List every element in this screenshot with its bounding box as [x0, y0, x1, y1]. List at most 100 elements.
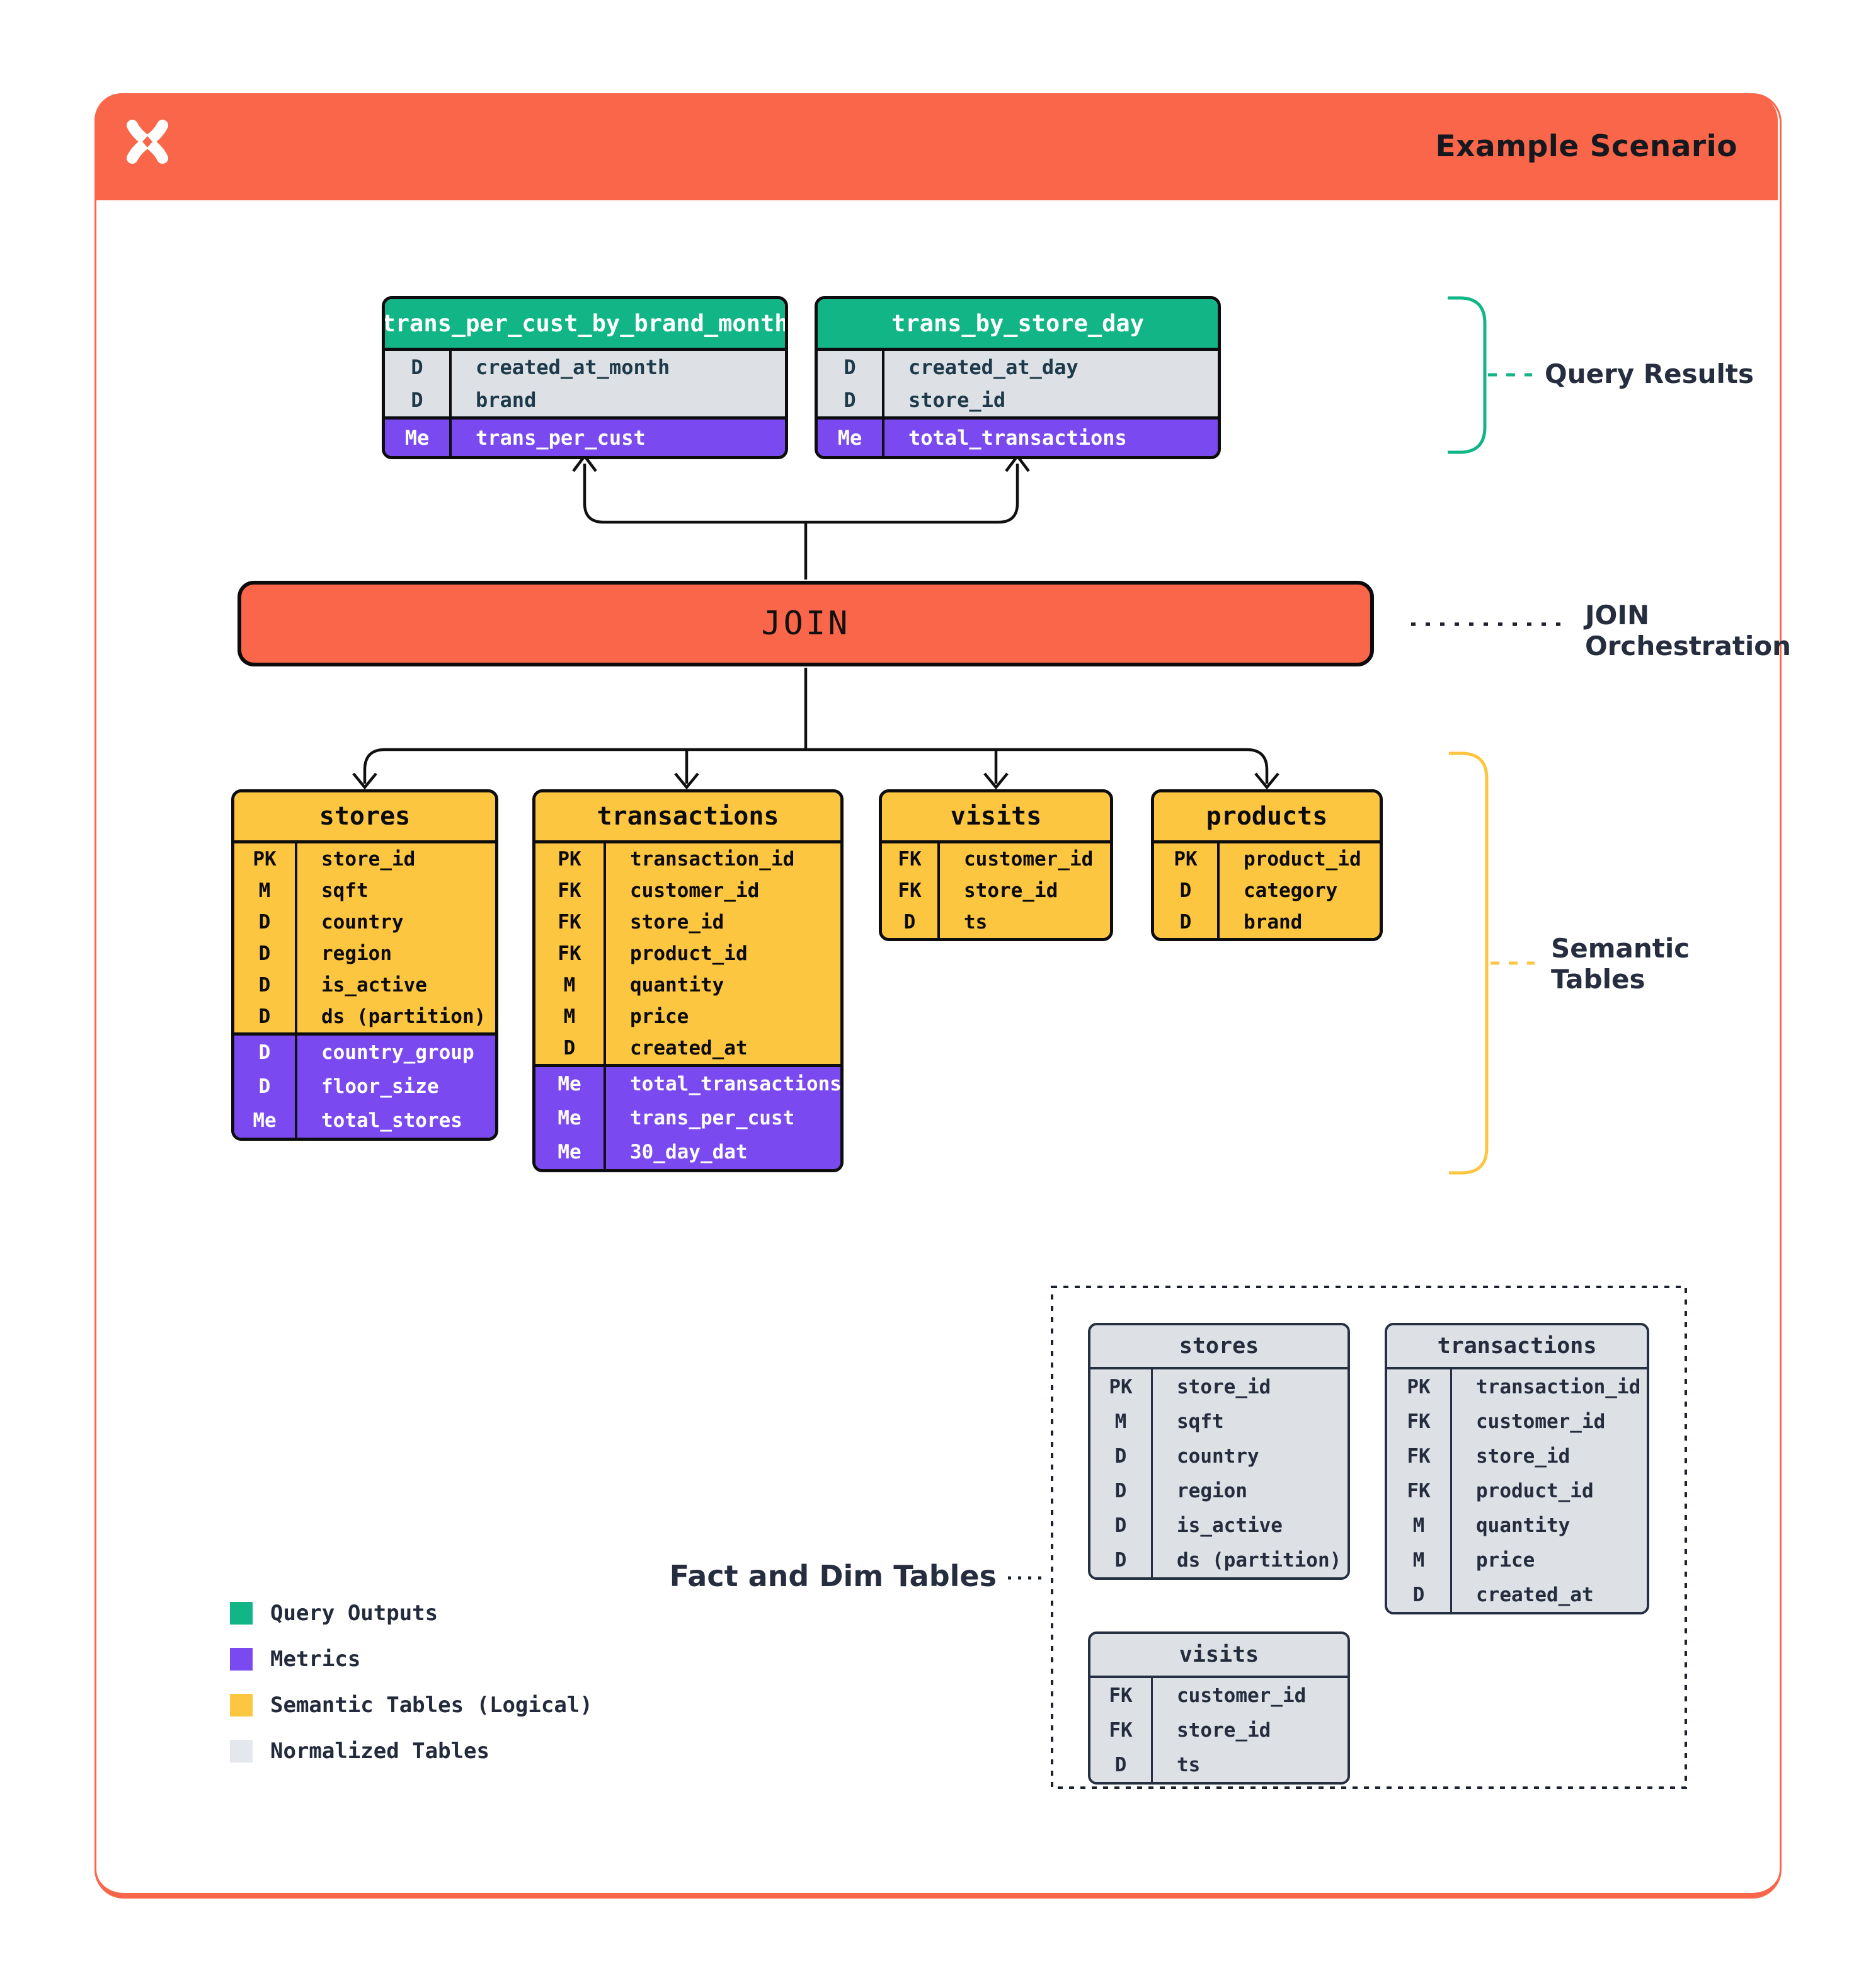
- field-name: ds (partition): [321, 1005, 486, 1028]
- key-badge: FK: [1090, 1713, 1153, 1747]
- field-name: store_id: [1476, 1444, 1571, 1468]
- key-badge: M: [1090, 1404, 1153, 1439]
- field-name: price: [1476, 1548, 1535, 1572]
- table-row: FK customer_id: [1387, 1404, 1647, 1439]
- field-name: is_active: [1177, 1514, 1283, 1537]
- page-title: Example Scenario: [1435, 129, 1737, 164]
- field-name: store_id: [908, 388, 1006, 412]
- legend-label: Metrics: [270, 1647, 361, 1672]
- label-semantic-line1: Semantic: [1551, 933, 1690, 964]
- table-title: stores: [234, 792, 495, 843]
- key-badge: D: [385, 351, 452, 384]
- table-title: transactions: [535, 792, 840, 843]
- field-name: category: [1244, 879, 1338, 902]
- label-fact-dim-text: Fact and Dim Tables: [669, 1559, 997, 1593]
- field-name: region: [1177, 1479, 1247, 1502]
- key-badge: D: [1387, 1577, 1452, 1612]
- field-name: customer_id: [964, 848, 1094, 871]
- field-name: created_at_day: [908, 355, 1079, 379]
- field-name: total_stores: [321, 1109, 462, 1132]
- table-title: visits: [1090, 1634, 1347, 1678]
- legend-label: Semantic Tables (Logical): [270, 1693, 593, 1718]
- table-title: transactions: [1387, 1325, 1647, 1369]
- key-badge: Me: [385, 420, 452, 456]
- key-badge: D: [234, 1036, 297, 1070]
- field-name: price: [630, 1005, 689, 1028]
- field-name: customer_id: [630, 879, 760, 902]
- key-badge: M: [535, 969, 606, 1001]
- key-badge: D: [1090, 1473, 1153, 1508]
- key-badge: FK: [1387, 1404, 1452, 1439]
- field-name: sqft: [321, 879, 369, 902]
- field-name: country_group: [321, 1041, 474, 1064]
- legend-label: Normalized Tables: [270, 1739, 489, 1764]
- join-node: JOIN: [237, 581, 1374, 666]
- key-badge: FK: [535, 875, 606, 906]
- key-badge: D: [1090, 1747, 1153, 1782]
- key-badge: D: [818, 351, 884, 384]
- field-name: product_id: [630, 942, 748, 965]
- table-title: trans_per_cust_by_brand_month: [385, 299, 785, 351]
- metrics-swatch-icon: [230, 1648, 253, 1671]
- label-join-orch-line1: JOIN: [1585, 600, 1650, 631]
- key-badge: PK: [1090, 1369, 1153, 1404]
- field-name: quantity: [1476, 1514, 1571, 1537]
- key-badge: D: [1090, 1508, 1153, 1543]
- field-name: created_at: [1476, 1583, 1594, 1606]
- field-name: ts: [1177, 1753, 1201, 1776]
- key-badge: D: [234, 969, 297, 1001]
- label-join-orch-line2: Orchestration: [1585, 631, 1792, 661]
- field-name: quantity: [630, 974, 724, 997]
- key-badge: M: [1387, 1543, 1452, 1577]
- key-badge: FK: [535, 938, 606, 969]
- field-name: created_at_month: [476, 355, 670, 379]
- key-badge: D: [1154, 906, 1220, 938]
- field-name: store_id: [964, 879, 1058, 902]
- field-name: customer_id: [1476, 1410, 1606, 1433]
- label-semantic-tables: Semantic Tables: [1551, 933, 1690, 995]
- key-badge: FK: [882, 875, 940, 906]
- key-badge: D: [535, 1032, 606, 1064]
- key-badge: D: [1090, 1543, 1153, 1577]
- field-name: store_id: [630, 911, 724, 934]
